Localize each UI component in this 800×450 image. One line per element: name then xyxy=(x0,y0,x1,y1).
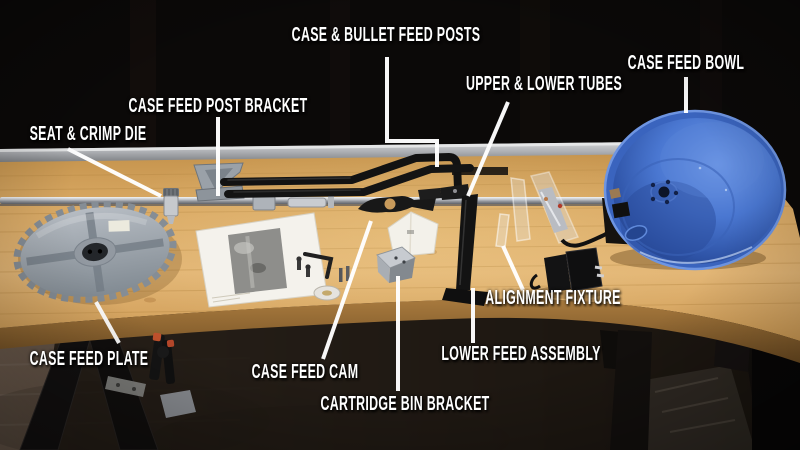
label-case-feed-cam: CASE FEED CAM xyxy=(251,361,359,383)
label-alignment-fixture: ALIGNMENT FIXTURE xyxy=(485,287,621,309)
label-lower-feed-assembly: LOWER FEED ASSEMBLY xyxy=(441,343,601,365)
label-case-bullet-feed-posts: CASE & BULLET FEED POSTS xyxy=(291,24,481,46)
label-case-feed-bowl: CASE FEED BOWL xyxy=(627,52,745,74)
label-cartridge-bin-bracket: CARTRIDGE BIN BRACKET xyxy=(320,393,490,415)
label-case-feed-plate: CASE FEED PLATE xyxy=(29,348,149,370)
label-case-feed-post-bracket: CASE FEED POST BRACKET xyxy=(128,95,308,117)
label-upper-lower-tubes: UPPER & LOWER TUBES xyxy=(465,73,623,95)
label-seat-crimp-die: SEAT & CRIMP DIE xyxy=(29,123,147,145)
